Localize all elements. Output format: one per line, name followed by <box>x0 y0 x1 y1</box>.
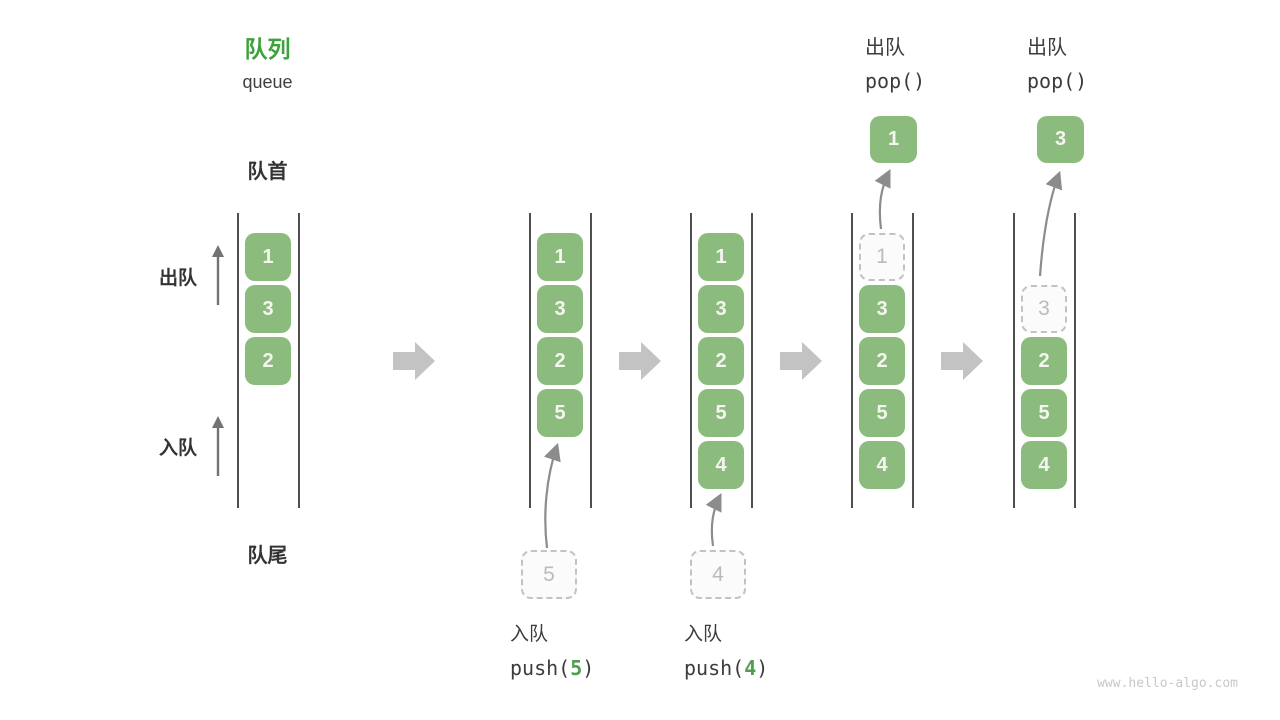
caption-op-label: 出队 <box>865 37 905 59</box>
code-pre: push( <box>510 656 571 680</box>
caption-op-label: 入队 <box>684 624 723 645</box>
popped-item: 1 <box>870 116 917 163</box>
queue-wall-right <box>590 213 592 508</box>
queue-wall-left <box>851 213 853 508</box>
queue-item: 2 <box>698 337 744 385</box>
pop-arrow-state-5 <box>1038 170 1063 277</box>
queue-item: 3 <box>859 285 905 333</box>
queue-item: 2 <box>537 337 583 385</box>
queue-wall-left <box>690 213 692 508</box>
queue-item: 2 <box>245 337 291 385</box>
queue-item: 5 <box>859 389 905 437</box>
code-post: ) <box>756 656 769 680</box>
caption-code: push(5) <box>510 656 594 680</box>
code-post: ) <box>582 656 595 680</box>
queue-wall-left <box>237 213 239 508</box>
watermark: www.hello-algo.com <box>1097 676 1238 691</box>
queue-item: 4 <box>1021 441 1067 489</box>
queue-item-removed: 3 <box>1021 285 1067 333</box>
queue-item-staged: 4 <box>690 550 746 599</box>
code-arg: 4 <box>744 656 757 680</box>
caption-push-5: 入队 push(5) <box>510 619 594 680</box>
queue-wall-right <box>298 213 300 508</box>
queue-item: 4 <box>859 441 905 489</box>
pop-arrow-state-4 <box>874 169 891 230</box>
caption-pop-1: 出队 pop() <box>865 31 925 93</box>
caption-op-label: 入队 <box>510 624 549 645</box>
page-title: 队列 <box>244 36 291 62</box>
queue-item: 5 <box>537 389 583 437</box>
queue-wall-right <box>1074 213 1076 508</box>
queue-wall-right <box>912 213 914 508</box>
dequeue-direction-arrow <box>212 245 224 305</box>
queue-item: 3 <box>245 285 291 333</box>
caption-op-label: 出队 <box>1027 37 1067 59</box>
transition-arrow-3 <box>780 342 822 380</box>
queue-item: 5 <box>698 389 744 437</box>
code-arg: 5 <box>570 656 583 680</box>
enqueue-direction-arrow <box>212 416 224 476</box>
caption-code: push(4) <box>684 656 768 680</box>
transition-arrow-4 <box>941 342 983 380</box>
queue-item: 1 <box>245 233 291 281</box>
popped-item: 3 <box>1037 116 1084 163</box>
page-subtitle: queue <box>242 72 293 92</box>
queue-item: 5 <box>1021 389 1067 437</box>
caption-push-4: 入队 push(4) <box>684 619 768 680</box>
transition-arrow-1 <box>393 342 435 380</box>
caption-code: pop() <box>865 69 926 93</box>
code-pre: push( <box>684 656 745 680</box>
queue-wall-left <box>529 213 531 508</box>
queue-wall-right <box>751 213 753 508</box>
enqueue-side-label: 入队 <box>158 438 197 459</box>
queue-item: 4 <box>698 441 744 489</box>
queue-item: 2 <box>1021 337 1067 385</box>
queue-item: 3 <box>537 285 583 333</box>
dequeue-side-label: 出队 <box>158 268 197 289</box>
queue-item: 2 <box>859 337 905 385</box>
queue-wall-left <box>1013 213 1015 508</box>
push-arrow-state-2 <box>544 442 561 549</box>
queue-item-removed: 1 <box>859 233 905 281</box>
queue-item: 3 <box>698 285 744 333</box>
queue-front-label: 队首 <box>247 161 288 183</box>
push-arrow-state-3 <box>705 493 722 547</box>
transition-arrow-2 <box>619 342 661 380</box>
queue-rear-label: 队尾 <box>247 545 288 567</box>
queue-item-staged: 5 <box>521 550 577 599</box>
queue-item: 1 <box>698 233 744 281</box>
caption-code: pop() <box>1027 69 1088 93</box>
queue-item: 1 <box>537 233 583 281</box>
caption-pop-3: 出队 pop() <box>1027 31 1087 93</box>
